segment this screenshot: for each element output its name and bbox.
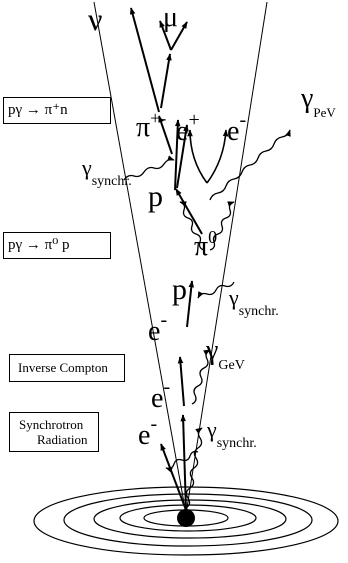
svg-text:γGeV: γGeV <box>205 335 245 373</box>
photon-gamma-gev <box>191 349 211 405</box>
svg-text:γPeV: γPeV <box>300 83 336 120</box>
arrow-pair-eplus <box>187 129 208 184</box>
label-gamma-synchr-mid-sub: synchr. <box>239 304 279 319</box>
arrow-e-plus <box>176 124 189 189</box>
arrow-neutrino <box>129 7 160 113</box>
label-e-minus-top-sup: - <box>239 109 246 131</box>
arrow-muon <box>160 53 172 109</box>
photon-gamma-synchr-top <box>123 155 175 181</box>
pair-production <box>187 129 229 184</box>
svg-text:π0: π0 <box>194 227 217 262</box>
svg-text:e-: e- <box>138 413 157 451</box>
arrow-e-bottom <box>160 443 187 511</box>
label-e-minus-bottom-sup: - <box>150 413 157 435</box>
svg-text:e-: e- <box>227 109 246 147</box>
arrow-e-mid <box>177 356 185 407</box>
label-gamma-synchr-top-sub: synchr. <box>92 174 132 189</box>
synchrotron-line1: Synchrotron <box>19 417 84 432</box>
svg-text:γsynchr.: γsynchr. <box>228 285 279 319</box>
label-gamma-gev: γ <box>205 335 218 366</box>
label-e-plus: e <box>176 116 188 147</box>
label-gamma-synchr-bottom-sub: synchr. <box>217 436 257 451</box>
label-pion-pm: π <box>136 112 150 143</box>
svg-text:γsynchr.: γsynchr. <box>206 417 257 451</box>
label-e-minus-top: e <box>227 116 239 147</box>
particle-labels: ν μ π+- e+ e- γPeV γsynchr. p π0 p γsync… <box>81 1 336 451</box>
label-mu: μ <box>163 2 178 33</box>
svg-text:π+-: π+- <box>136 108 166 143</box>
svg-text:e+: e+ <box>176 109 200 147</box>
label-e-plus-sup: + <box>188 109 199 131</box>
arrow-pair-eminus <box>206 129 229 184</box>
label-e-minus-low: e <box>151 383 163 414</box>
arrow-e-low <box>180 414 187 511</box>
arrow-vertical-center <box>174 119 181 191</box>
process-box-pgamma-pion-plus: pγ → π⁺n <box>3 97 111 124</box>
photon-pion0-right <box>209 201 235 251</box>
label-pion-pm-sup: +- <box>150 108 166 128</box>
arrow-mu-sec2 <box>170 21 188 51</box>
label-gamma-synchr-bottom: γ <box>206 417 217 442</box>
label-gamma-pev-sub: PeV <box>313 105 336 120</box>
label-gamma-synchr-mid: γ <box>228 285 239 310</box>
label-p-lower: p <box>172 273 187 306</box>
label-nu: ν <box>88 1 102 37</box>
photon-gamma-synchr-mid <box>197 281 235 299</box>
particle-arrows <box>129 7 203 511</box>
label-e-minus-bottom: e <box>138 420 150 451</box>
label-p-upper: p <box>148 180 163 213</box>
synchrotron-line2: Radiation <box>37 432 88 447</box>
arrow-p-upper <box>175 188 203 235</box>
process-box-inverse-compton: Inverse Compton <box>9 354 125 382</box>
black-hole <box>177 509 195 527</box>
label-gamma-pev: γ <box>300 83 313 114</box>
photon-gamma-synchr-bottom <box>185 427 203 509</box>
label-pion-zero: π <box>194 231 208 262</box>
photon-lines <box>123 129 291 509</box>
photon-gamma-synchr-b2 <box>165 450 199 473</box>
svg-text:e-: e- <box>148 309 167 347</box>
svg-text:γsynchr.: γsynchr. <box>81 155 132 189</box>
label-e-minus-low-sup: - <box>163 376 170 398</box>
label-pion-zero-sup: 0 <box>208 227 217 247</box>
photon-gamma-pev <box>209 129 291 201</box>
arrow-mu-sec1 <box>159 20 172 51</box>
arrow-pion-pm <box>158 115 173 155</box>
label-e-minus-mid-sup: - <box>160 309 167 331</box>
label-gamma-synchr-top: γ <box>81 155 92 180</box>
process-box-pgamma-pion-zero: pγ → π⁰ p <box>3 232 111 259</box>
process-box-synchrotron-radiation: Synchrotron Radiation <box>9 412 99 452</box>
svg-text:e-: e- <box>151 376 170 414</box>
label-gamma-gev-sub: GeV <box>218 358 244 373</box>
label-e-minus-mid: e <box>148 316 160 347</box>
photon-pion0-left <box>179 201 205 251</box>
arrow-p-lower <box>186 280 195 328</box>
